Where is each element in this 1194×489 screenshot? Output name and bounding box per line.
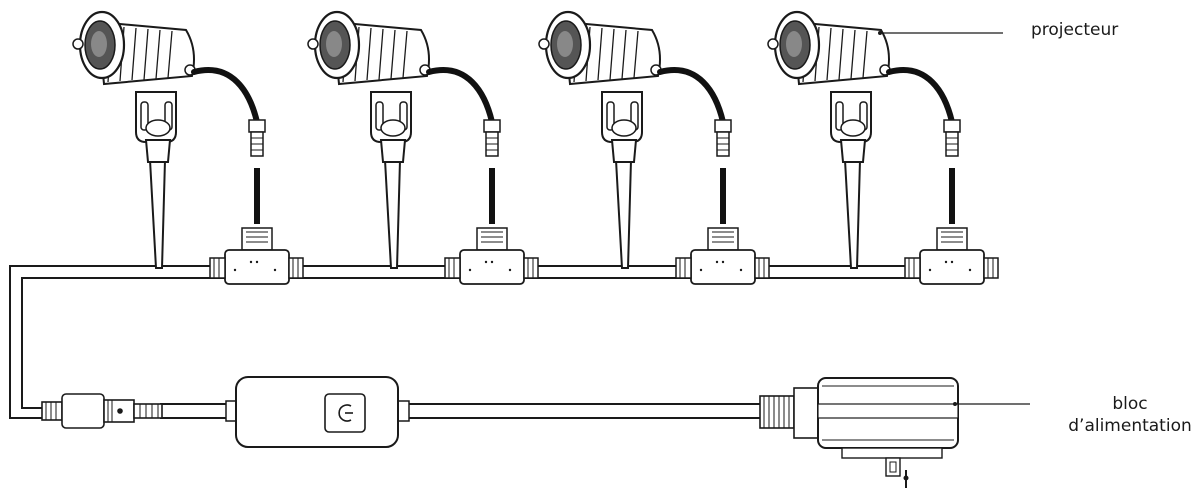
spotlight-2 (308, 12, 538, 284)
spotlight-1 (73, 12, 303, 284)
power-adapter (759, 377, 959, 488)
spotlight-4 (768, 12, 998, 284)
label-bloc-line2: d’alimentation (1068, 416, 1192, 436)
inline-connector (41, 393, 163, 429)
power-button-icon (338, 404, 353, 422)
label-bloc-line1: bloc (1112, 394, 1148, 414)
label-bloc-alimentation: bloc d’alimentation (1060, 393, 1194, 437)
supply-cable (160, 403, 762, 419)
power-controller (225, 376, 410, 448)
spotlight-3 (539, 12, 769, 284)
label-projecteur: projecteur (1031, 20, 1119, 40)
